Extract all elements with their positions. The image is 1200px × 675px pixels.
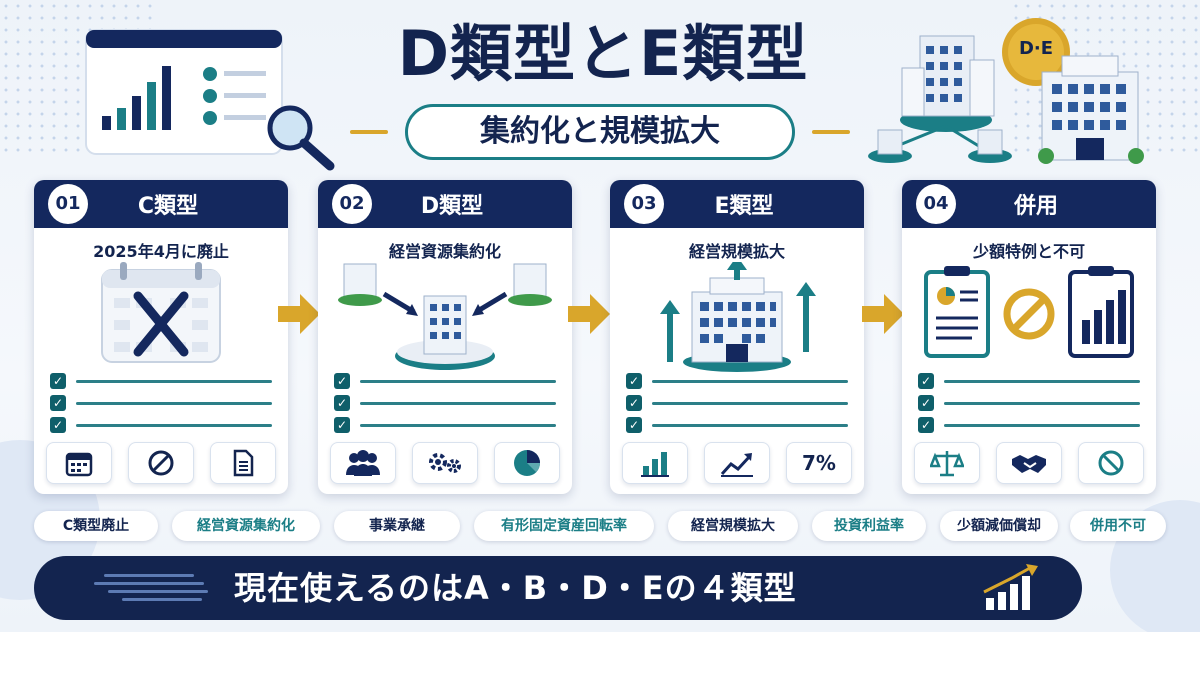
- card-title: C類型: [137, 194, 199, 219]
- speed-line: [94, 582, 204, 585]
- percent-value: 7%: [802, 451, 836, 475]
- card-title: D類型: [420, 194, 484, 219]
- checklist-item: ✓: [626, 370, 848, 392]
- dashboard-magnifier-illustration: [85, 29, 335, 171]
- card-combined-use: 04 併用 少額特例と不可 ✓ ✓ ✓: [902, 180, 1156, 494]
- subtitle-group: 集約化と規模拡大: [350, 104, 850, 160]
- keyword-pill: 経営規模拡大: [668, 511, 798, 541]
- handshake-icon: [996, 442, 1062, 484]
- subtitle-dash: [350, 130, 388, 134]
- speed-line: [104, 574, 194, 577]
- card-header: 01 C類型: [34, 180, 288, 228]
- banner-text: 現在使えるのはA・B・D・Eの４類型: [234, 569, 797, 607]
- card-subtitle: 2025年4月に廃止: [93, 242, 229, 261]
- card-subtitle: 経営資源集約化: [388, 242, 501, 261]
- check-icon: ✓: [918, 417, 934, 433]
- checklist-item: ✓: [334, 370, 556, 392]
- calendar-icon: [46, 442, 112, 484]
- card-header: 03 E類型: [610, 180, 864, 228]
- card-header: 02 D類型: [318, 180, 572, 228]
- infographic-canvas: D類型とE類型 集約化と規模拡大: [0, 0, 1200, 632]
- subtitle: 集約化と規模拡大: [405, 104, 795, 160]
- percent-tile: 7%: [786, 442, 852, 484]
- check-icon: ✓: [626, 417, 642, 433]
- icon-tiles: [46, 442, 276, 484]
- bar-chart-icon: [622, 442, 688, 484]
- card-number: 02: [332, 184, 372, 224]
- keyword-pill: 併用不可: [1070, 511, 1166, 541]
- buildings-network-illustration: [868, 18, 1144, 164]
- card-title: 併用: [1013, 194, 1058, 219]
- arrow-right-icon: [278, 294, 320, 334]
- checklist-item: ✓: [334, 414, 556, 436]
- growth-chart-icon: [983, 564, 1038, 610]
- card-subtitle: 少額特例と不可: [972, 242, 1085, 261]
- subtitle-dash: [812, 130, 850, 134]
- prohibited-icon: [1078, 442, 1144, 484]
- checklist-item: ✓: [918, 370, 1140, 392]
- prohibited-icon: [128, 442, 194, 484]
- pie-chart-icon: [494, 442, 560, 484]
- check-icon: ✓: [918, 395, 934, 411]
- checklist: ✓ ✓ ✓: [918, 370, 1140, 436]
- check-icon: ✓: [626, 395, 642, 411]
- clipboards-prohibited-icon: [924, 266, 1134, 358]
- card-number: 03: [624, 184, 664, 224]
- keyword-pill: 有形固定資産回転率: [474, 511, 654, 541]
- check-icon: ✓: [50, 417, 66, 433]
- speed-line: [122, 598, 202, 601]
- icon-tiles: [330, 442, 560, 484]
- checklist-item: ✓: [50, 392, 272, 414]
- check-icon: ✓: [334, 417, 350, 433]
- checklist: ✓ ✓ ✓: [626, 370, 848, 436]
- checklist: ✓ ✓ ✓: [50, 370, 272, 436]
- icon-tiles: [914, 442, 1144, 484]
- checklist-item: ✓: [918, 414, 1140, 436]
- card-number: 01: [48, 184, 88, 224]
- card-e-type: 03 E類型 経営規模拡大 ✓ ✓ ✓: [610, 180, 864, 494]
- checklist-item: ✓: [50, 370, 272, 392]
- keyword-pill: 事業承継: [334, 511, 460, 541]
- check-icon: ✓: [50, 373, 66, 389]
- card-title: E類型: [714, 194, 774, 219]
- speed-line: [108, 590, 208, 593]
- card-c-type: 01 C類型 2025年4月に廃止 ✓ ✓ ✓: [34, 180, 288, 494]
- checklist: ✓ ✓ ✓: [334, 370, 556, 436]
- checklist-item: ✓: [626, 414, 848, 436]
- check-icon: ✓: [918, 373, 934, 389]
- check-icon: ✓: [50, 395, 66, 411]
- consolidation-buildings-icon: [338, 263, 552, 370]
- icon-tiles: 7%: [622, 442, 852, 484]
- checklist-item: ✓: [918, 392, 1140, 414]
- trend-up-icon: [704, 442, 770, 484]
- de-coin-label: D·E: [1018, 38, 1054, 59]
- growing-building-icon: [660, 262, 816, 372]
- document-icon: [210, 442, 276, 484]
- arrow-right-icon: [862, 294, 904, 334]
- checklist-item: ✓: [334, 392, 556, 414]
- cancelled-calendar-icon: [101, 262, 221, 363]
- keyword-pill: 投資利益率: [812, 511, 926, 541]
- card-subtitle: 経営規模拡大: [688, 242, 785, 261]
- keyword-pill: C類型廃止: [34, 511, 158, 541]
- arrow-right-icon: [568, 294, 610, 334]
- summary-banner: 現在使えるのはA・B・D・Eの４類型: [34, 556, 1082, 620]
- scale-icon: [914, 442, 980, 484]
- checklist-item: ✓: [626, 392, 848, 414]
- checklist-item: ✓: [50, 414, 272, 436]
- card-number: 04: [916, 184, 956, 224]
- check-icon: ✓: [334, 373, 350, 389]
- check-icon: ✓: [626, 373, 642, 389]
- keyword-pill: 経営資源集約化: [172, 511, 320, 541]
- gears-icon: [412, 442, 478, 484]
- page-title: D類型とE類型: [397, 17, 809, 90]
- card-header: 04 併用: [902, 180, 1156, 228]
- card-d-type: 02 D類型 経営資源集約化 ✓ ✓ ✓: [318, 180, 572, 494]
- people-icon: [330, 442, 396, 484]
- keyword-pill: 少額減価償却: [940, 511, 1058, 541]
- check-icon: ✓: [334, 395, 350, 411]
